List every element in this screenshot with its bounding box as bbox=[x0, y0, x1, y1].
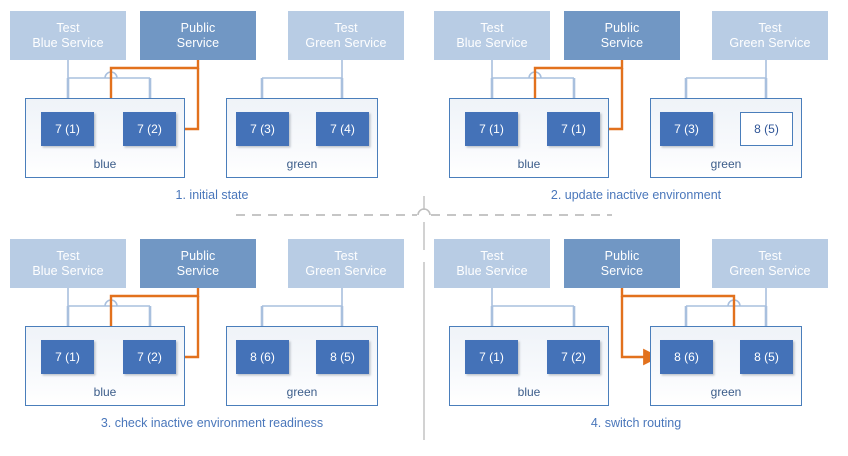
instance-green-1: 7 (3) bbox=[236, 112, 289, 146]
service-label-line1: Public bbox=[604, 20, 640, 35]
environment-label-blue: blue bbox=[517, 157, 541, 171]
service-box-public: Public Service bbox=[564, 239, 680, 288]
environment-label-green: green bbox=[710, 385, 742, 399]
instance-green-1: 8 (6) bbox=[236, 340, 289, 374]
instance-green-2: 8 (5) bbox=[740, 112, 793, 146]
service-label-line2: Service bbox=[600, 263, 644, 278]
panel-caption: 4. switch routing bbox=[590, 416, 682, 430]
service-label-line1: Test bbox=[334, 20, 358, 35]
environment-label-green: green bbox=[286, 385, 318, 399]
service-label-line2: Blue Service bbox=[456, 35, 528, 50]
service-box-test-blue: Test Blue Service bbox=[10, 11, 126, 60]
service-label-line1: Test bbox=[758, 20, 782, 35]
service-box-test-green: Test Green Service bbox=[288, 239, 404, 288]
service-box-test-green: Test Green Service bbox=[712, 11, 828, 60]
service-label-line1: Test bbox=[56, 248, 80, 263]
service-label-line2: Green Service bbox=[305, 35, 387, 50]
instance-green-2: 8 (5) bbox=[740, 340, 793, 374]
service-label-line1: Public bbox=[180, 20, 216, 35]
panel-check-inactive-environment-readiness: Test Blue Service Public Service Test Gr… bbox=[0, 228, 424, 456]
service-box-public: Public Service bbox=[140, 239, 256, 288]
instance-blue-1: 7 (1) bbox=[41, 112, 94, 146]
instance-blue-1: 7 (1) bbox=[465, 112, 518, 146]
instance-green-2: 8 (5) bbox=[316, 340, 369, 374]
panel-caption: 2. update inactive environment bbox=[550, 188, 722, 202]
instance-blue-2: 7 (2) bbox=[547, 340, 600, 374]
instance-green-2: 7 (4) bbox=[316, 112, 369, 146]
service-label-line2: Service bbox=[176, 263, 220, 278]
environment-label-green: green bbox=[286, 157, 318, 171]
instance-blue-2: 7 (2) bbox=[123, 112, 176, 146]
instance-blue-1: 7 (1) bbox=[465, 340, 518, 374]
service-label-line1: Public bbox=[604, 248, 640, 263]
service-label-line1: Test bbox=[480, 248, 504, 263]
instance-green-1: 7 (3) bbox=[660, 112, 713, 146]
instance-blue-2: 7 (2) bbox=[123, 340, 176, 374]
service-label-line2: Blue Service bbox=[32, 35, 104, 50]
service-box-public: Public Service bbox=[140, 11, 256, 60]
panel-initial-state: Test Blue Service Public Service Test Gr… bbox=[0, 0, 424, 228]
service-label-line1: Test bbox=[480, 20, 504, 35]
service-label-line2: Green Service bbox=[305, 263, 387, 278]
service-label-line1: Test bbox=[758, 248, 782, 263]
service-label-line2: Green Service bbox=[729, 35, 811, 50]
instance-green-1: 8 (6) bbox=[660, 340, 713, 374]
service-label-line2: Blue Service bbox=[456, 263, 528, 278]
service-label-line1: Test bbox=[334, 248, 358, 263]
service-box-test-green: Test Green Service bbox=[712, 239, 828, 288]
service-label-line2: Service bbox=[600, 35, 644, 50]
panel-switch-routing: Test Blue Service Public Service Test Gr… bbox=[424, 228, 848, 456]
service-label-line1: Public bbox=[180, 248, 216, 263]
environment-label-blue: blue bbox=[93, 157, 117, 171]
service-label-line2: Blue Service bbox=[32, 263, 104, 278]
environment-label-blue: blue bbox=[517, 385, 541, 399]
environment-label-blue: blue bbox=[93, 385, 117, 399]
service-label-line2: Service bbox=[176, 35, 220, 50]
service-box-test-green: Test Green Service bbox=[288, 11, 404, 60]
panel-caption: 1. initial state bbox=[175, 188, 249, 202]
service-box-test-blue: Test Blue Service bbox=[10, 239, 126, 288]
service-label-line2: Green Service bbox=[729, 263, 811, 278]
service-box-public: Public Service bbox=[564, 11, 680, 60]
panel-caption: 3. check inactive environment readiness bbox=[100, 416, 324, 430]
instance-blue-1: 7 (1) bbox=[41, 340, 94, 374]
service-label-line1: Test bbox=[56, 20, 80, 35]
instance-blue-2: 7 (1) bbox=[547, 112, 600, 146]
panel-update-inactive-environment: Test Blue Service Public Service Test Gr… bbox=[424, 0, 848, 228]
service-box-test-blue: Test Blue Service bbox=[434, 239, 550, 288]
environment-label-green: green bbox=[710, 157, 742, 171]
service-box-test-blue: Test Blue Service bbox=[434, 11, 550, 60]
